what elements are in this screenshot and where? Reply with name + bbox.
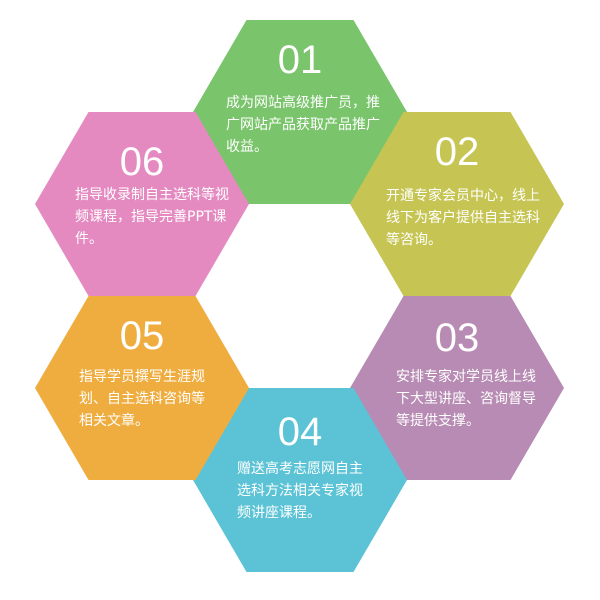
hexagon-number: 03 — [434, 316, 480, 360]
hexagon-description: 开通专家会员中心，线上线下为客户提供自主选科等咨询。 — [386, 188, 540, 248]
hexagon-description: 成为网站高级推广员，推广网站产品获取产品推广收益。 — [226, 95, 380, 155]
hexagon-number: 06 — [119, 140, 165, 184]
hexagon-description: 指导收录制自主选科等视频课程，指导完善PPT课件。 — [75, 187, 229, 247]
hexagon-number: 04 — [277, 410, 323, 454]
hexagon-description: 赠送高考志愿网自主选科方法相关专家视频讲座课程。 — [237, 461, 363, 521]
hexagon-number: 01 — [277, 38, 323, 82]
hexagon-number: 02 — [434, 130, 480, 174]
hexagon-description: 安排专家对学员线上线下大型讲座、咨询督导等提供支撑。 — [396, 369, 536, 429]
hexagon-number: 05 — [119, 314, 165, 358]
hexagon-description: 指导学员撰写生涯规划、自主选科咨询等相关文章。 — [79, 369, 205, 429]
